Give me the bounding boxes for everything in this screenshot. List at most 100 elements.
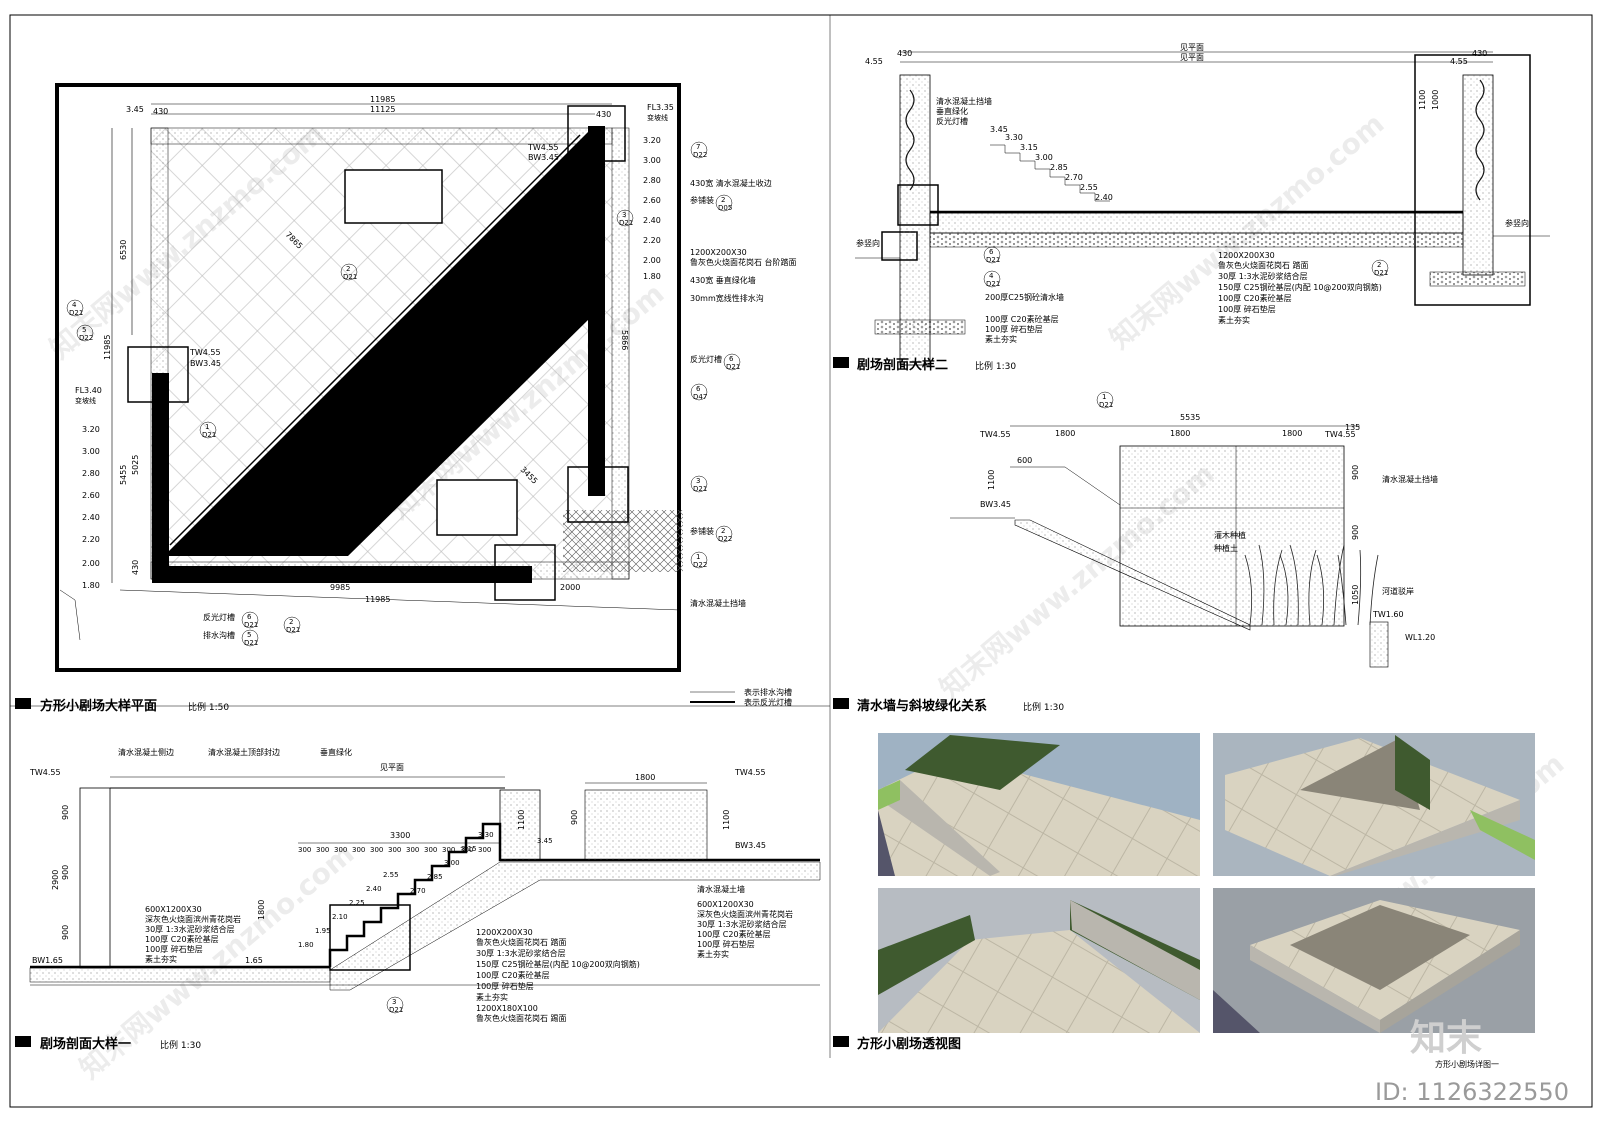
dim-label: 430 (153, 107, 168, 116)
legend-label: 表示反光灯槽 (744, 697, 792, 707)
drawing-shape (715, 194, 733, 212)
drawing-label: 反光灯槽 (203, 612, 235, 622)
drawing-label: 4 (989, 272, 994, 280)
sheet-border (9, 14, 1593, 1108)
dim-label: 9985 (330, 583, 350, 592)
section1-scale: 比例 1:30 (160, 1039, 201, 1051)
drawing-label: 深灰色火烧面滨州青花岗岩 (145, 914, 241, 924)
drawing-label: 清水混凝土挡墙 (690, 598, 746, 608)
slope-revetment (1369, 621, 1389, 668)
drawing-label: D21 (1374, 269, 1388, 277)
plan-scale: 比例 1:50 (188, 701, 229, 713)
drawing-label: 7 (696, 143, 700, 151)
slope-top (1010, 466, 1121, 506)
drawing-shape (905, 735, 1060, 790)
drawing-label: D21 (726, 363, 740, 371)
drawing-label: 清水混凝土挡墙 (936, 96, 992, 106)
drawing-label: D21 (986, 280, 1000, 288)
drawing-shape (1380, 930, 1520, 1033)
drawing-label: 600X1200X30 (145, 905, 202, 914)
drawing-label: 3.00 (444, 859, 460, 867)
section2-detail-box (1414, 54, 1531, 306)
drawing-shape (1250, 945, 1380, 1033)
dim-label: 11985 (365, 595, 390, 604)
drawing-label: 300 (460, 846, 473, 854)
drawing-shape (690, 383, 708, 401)
drawing-shape (616, 209, 634, 227)
drawing-label: 150厚 C25钢砼基层(内配 10@200双向钢筋) (476, 959, 640, 969)
drawing-shape (66, 299, 84, 317)
drawing-label: 3.15 (461, 845, 477, 853)
drawing-label: 深灰色火烧面滨州青花岗岩 (697, 909, 793, 919)
drawing-label: 5 (82, 326, 86, 334)
drawing-label: 2.00 (82, 559, 100, 568)
slope-note: 灌木种植 (1214, 530, 1246, 540)
drawing-label: D47 (693, 393, 707, 401)
plan-notes: 430宽 清水混凝土收边 参铺装 1200X200X30 鲁灰色火烧面花岗石 台… (203, 178, 797, 640)
drawing-label: 1.80 (298, 941, 314, 949)
drawing-shape (905, 89, 915, 191)
drawing-shape (715, 525, 733, 543)
level-tag: BW3.45 (735, 841, 766, 850)
drawing-shape (1258, 544, 1265, 626)
drawing-label: D21 (619, 219, 633, 227)
drawing-shape (983, 246, 1001, 264)
drawing-label: D22 (79, 334, 93, 342)
level-tag: 1.65 (245, 956, 263, 965)
drawing-label: 6 (989, 248, 994, 256)
level-tag: TW1.60 (1372, 610, 1404, 619)
dim-label: 2000 (560, 583, 580, 592)
drawing-shape (283, 616, 301, 634)
section1-tread-dims: 300 300 300 300 300 300 300 300 300 300 … (298, 846, 491, 854)
dim-label: 900 (61, 805, 70, 820)
perspective-image-3 (878, 888, 1200, 1033)
level-tag: FL3.40 (75, 386, 102, 395)
section1-left-wall (79, 787, 111, 969)
drawing-label: 鲁灰色火烧面花岗石 踏面 (476, 937, 567, 947)
drawing-label: 3.00 (82, 447, 100, 456)
drawing-label: D22 (693, 561, 707, 569)
drawing-label: 100厚 C20素砼基层 (476, 970, 550, 980)
dim-label: 5025 (131, 455, 140, 475)
level-tag: WL1.20 (1405, 633, 1435, 642)
drawing-label: 3.20 (82, 425, 100, 434)
section1-levels: 1.80 1.95 2.10 2.25 2.40 2.55 2.70 2.85 … (298, 831, 553, 949)
section2-right-wall (1462, 74, 1494, 276)
title-marker (833, 698, 849, 709)
dim-label: 900 (1351, 525, 1360, 540)
dim-label: 430 (131, 560, 140, 575)
drawing-label: 3.45 (537, 837, 553, 845)
drawing-label: 3.30 (1005, 133, 1023, 142)
drawing-label: 1.95 (315, 927, 331, 935)
drawing-label: 3.15 (1020, 143, 1038, 152)
section2-notes: 清水混凝土挡墙 垂直绿化 反光灯槽 200厚C25钢砼清水墙 100厚 C20素… (856, 96, 1529, 344)
drawing-label: 2.10 (332, 913, 348, 921)
drawing-label: 300 (478, 846, 491, 854)
drawing-shape (1316, 554, 1325, 626)
dim-label: 见平面 (1180, 53, 1204, 62)
drawing-label: D21 (986, 256, 1000, 264)
drawing-label: 素土夯实 (985, 334, 1017, 344)
section2-panel: 见平面 见平面 430 430 4.55 4.55 1000 1100 3.45… (833, 43, 1550, 373)
drawing-label: 3 (696, 477, 700, 485)
drawing-label: 300 (370, 846, 383, 854)
plan-left-wall (152, 373, 169, 566)
drawing-label: 300 (424, 846, 437, 854)
drawing-label: 2.25 (349, 899, 365, 907)
drawing-label: 见平面 (380, 763, 404, 772)
drawing-label: 1200X200X30 (476, 928, 533, 937)
drawing-label: 3.45 (990, 125, 1008, 134)
section1-detail-box (329, 904, 411, 971)
slope-grass (1244, 544, 1379, 626)
drawing-shape (1330, 800, 1520, 876)
section1-wall-elevation (584, 789, 708, 861)
drawing-label: 2 (1377, 261, 1381, 269)
legend-label: 表示排水沟槽 (744, 687, 792, 697)
drawing-label: 4 (72, 301, 77, 309)
section1-top-notes: 清水混凝土侧边 清水混凝土顶部封边 垂直绿化 见平面 (118, 747, 404, 772)
perspective-image-4 (1213, 888, 1535, 1033)
drawing-label: D22 (693, 151, 707, 159)
drawing-label: 100厚 C20素砼基层 (985, 314, 1059, 324)
drawing-label: 3 (622, 211, 626, 219)
drawing-label: D21 (343, 273, 357, 281)
